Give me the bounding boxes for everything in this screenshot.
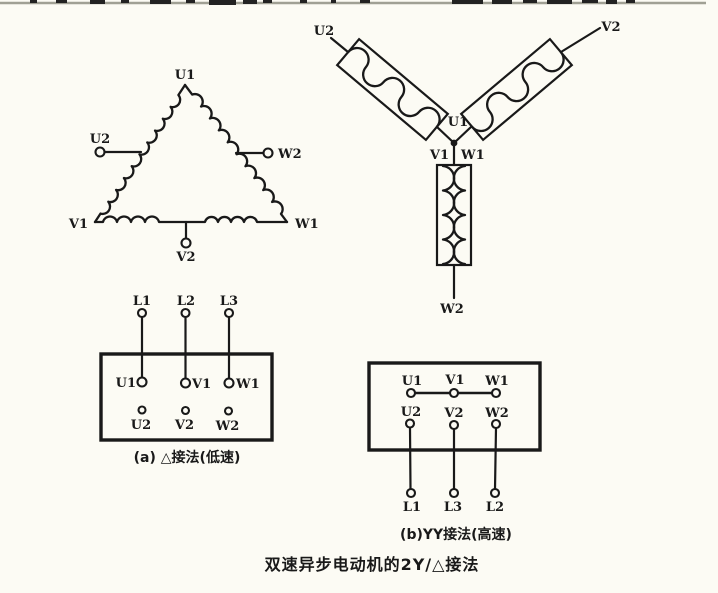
delta-label-v2: V2 <box>175 250 195 265</box>
terminal-box-a: L1 L2 L3 U1 V1 W1 U2 V2 W2 (a) △接法(低速) <box>99 294 274 466</box>
box-b-caption: (b)YY接法(高速) <box>400 526 512 543</box>
box-b-terminal-v2 <box>448 419 460 431</box>
star-left-junction-wire <box>435 125 456 145</box>
box-a-terminal-v1 <box>179 377 192 389</box>
box-b-wire-u2-l1 <box>408 426 412 491</box>
box-a-caption: (a) △接法(低速) <box>134 449 241 466</box>
box-a-label-u1: U1 <box>116 376 136 391</box>
star-label-w1: W1 <box>460 148 485 163</box>
delta-u2-terminal-circle <box>94 146 106 158</box>
star-winding-upper-right <box>459 37 574 142</box>
box-a-label-l3: L3 <box>220 294 238 309</box>
delta-bottom-winding-coil <box>93 215 289 224</box>
box-b-label-line-2: L3 <box>444 500 462 515</box>
star-winding-bottom <box>435 163 473 267</box>
delta-label-v1: V1 <box>68 217 88 232</box>
box-b-label-line-1: L1 <box>403 500 421 515</box>
box-a-terminal-w1 <box>223 377 235 389</box>
star-winding-diagram: U2 V2 U1 V1 W1 W2 <box>314 20 621 317</box>
box-b-wire-w2-l2 <box>493 426 498 491</box>
star-winding-upper-left <box>335 37 450 142</box>
star-u2-lead-wire <box>329 36 350 54</box>
box-b-label-w2: W2 <box>484 406 509 421</box>
star-label-u1: U1 <box>448 115 468 130</box>
delta-w2-terminal-circle <box>262 147 274 159</box>
box-b-terminal-v1 <box>448 387 460 399</box>
star-label-w2: W2 <box>439 302 464 317</box>
box-b-terminal-u1 <box>405 387 417 399</box>
delta-right-winding-coil <box>183 83 289 224</box>
box-a-label-w1: W1 <box>235 377 260 392</box>
box-a-label-l1: L1 <box>133 294 151 309</box>
box-b-label-w1: W1 <box>484 374 509 389</box>
box-b-terminal-line-3 <box>489 487 501 499</box>
box-b-label-u2: U2 <box>401 405 421 420</box>
delta-winding-diagram: U1 U2 W2 V1 W1 V2 <box>68 68 319 265</box>
box-b-label-v2: V2 <box>443 406 463 421</box>
box-a-label-v2: V2 <box>174 418 194 433</box>
box-a-terminal-v2 <box>180 405 191 416</box>
star-label-u2: U2 <box>314 24 334 39</box>
delta-v2-terminal-circle <box>180 237 192 249</box>
box-a-terminal-l2 <box>180 307 191 319</box>
box-a-terminal-u1 <box>136 376 148 388</box>
box-a-label-w2: W2 <box>215 419 240 434</box>
delta-left-winding-coil <box>93 83 187 224</box>
box-b-label-u1: U1 <box>402 374 422 389</box>
box-a-label-v1: V1 <box>191 377 211 392</box>
delta-label-u1: U1 <box>175 68 195 83</box>
terminal-box-b: U1 V1 W1 U2 V2 W2 L1 L3 L2 (b)YY接法(高速) <box>367 361 542 543</box>
box-b-terminal-w1 <box>490 387 502 399</box>
box-a-terminal-l3 <box>223 307 235 319</box>
box-a-terminal-w2 <box>223 406 234 416</box>
star-label-v2: V2 <box>600 20 620 35</box>
box-a-terminal-l1 <box>136 307 148 319</box>
box-a-label-l2: L2 <box>177 294 195 309</box>
box-b-label-v1: V1 <box>444 373 464 388</box>
cropped-text-fragments <box>0 0 706 5</box>
box-a-terminal-u2 <box>137 405 147 415</box>
box-b-terminal-line-1 <box>405 487 417 499</box>
delta-label-u2: U2 <box>90 132 110 147</box>
delta-label-w2: W2 <box>277 147 302 162</box>
star-label-v1: V1 <box>429 148 449 163</box>
star-neutral-junction-dot <box>450 139 458 147</box>
star-v2-lead-wire <box>559 26 602 54</box>
figure-caption: 双速异步电动机的2Y/△接法 <box>265 555 480 574</box>
box-a-label-u2: U2 <box>131 418 151 433</box>
box-b-label-line-3: L2 <box>486 500 504 515</box>
box-b-terminal-line-2 <box>448 487 460 499</box>
box-b-terminal-w2 <box>490 418 502 430</box>
box-b-terminal-u2 <box>404 418 416 429</box>
delta-label-w1: W1 <box>294 217 319 232</box>
star-right-junction-wire <box>452 125 473 145</box>
